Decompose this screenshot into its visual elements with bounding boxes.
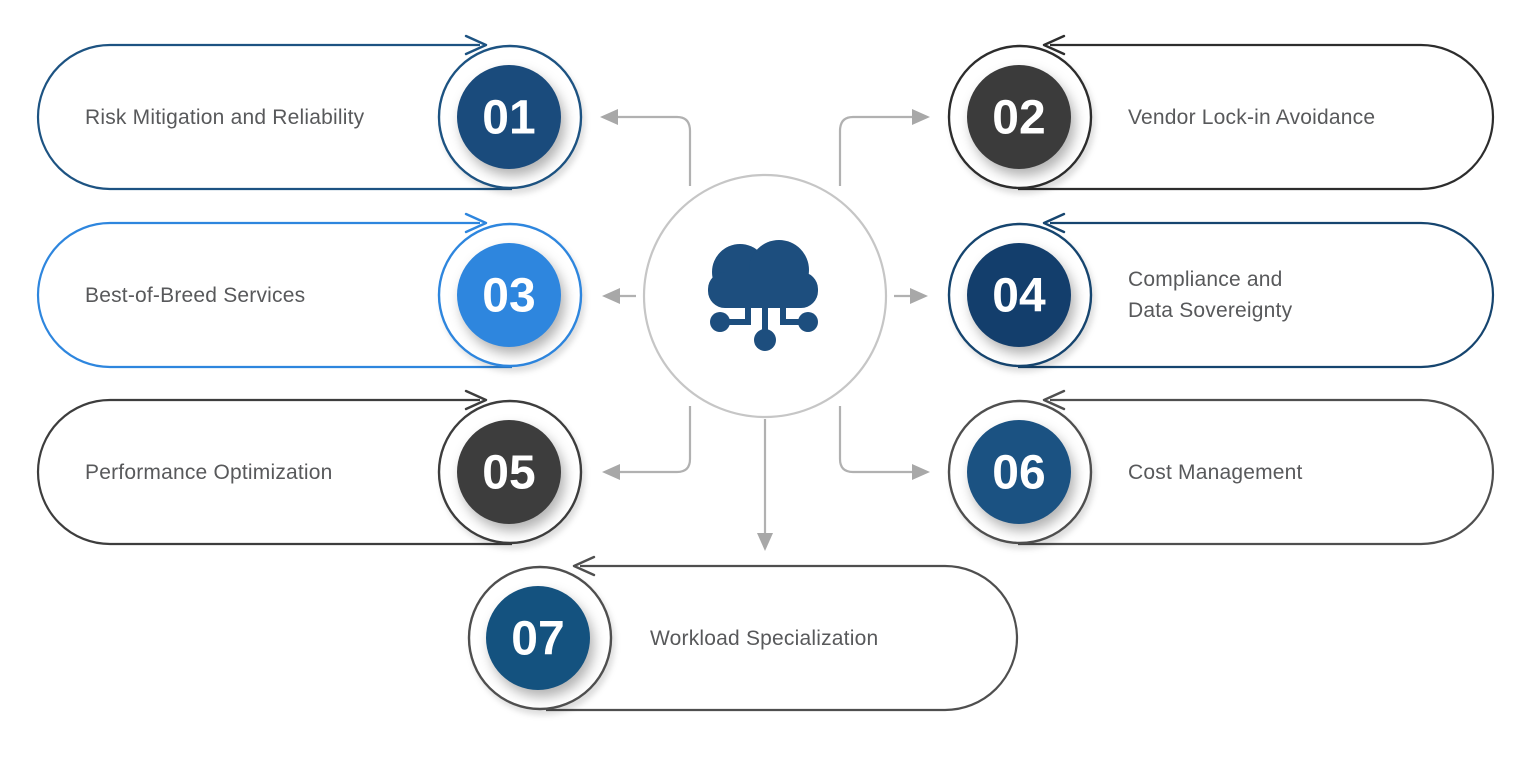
- item-01-arrow-icon: [464, 34, 488, 56]
- item-04-number-circle: [967, 243, 1071, 347]
- item-03-pill: [36, 221, 512, 369]
- item-05-arrow-icon: [464, 389, 488, 411]
- item-01-label: Risk Mitigation and Reliability: [85, 105, 365, 129]
- item-03-number-circle: [457, 243, 561, 347]
- item-07: 07: [467, 555, 1019, 712]
- arrowhead-right-icon: [912, 464, 930, 480]
- item-04-pill: [1018, 221, 1495, 369]
- arrowhead-left-icon: [602, 464, 620, 480]
- network-node: [798, 312, 818, 332]
- arrowhead-right-icon: [910, 288, 928, 304]
- arrowhead-down-icon: [757, 533, 773, 551]
- item-03: 03: [36, 212, 583, 369]
- item-02-arrow-icon: [1042, 34, 1066, 56]
- item-02-label: Vendor Lock-in Avoidance: [1128, 105, 1376, 129]
- item-02-number-circle: [967, 65, 1071, 169]
- connector-top-left: [616, 115, 692, 186]
- item-05-label: Performance Optimization: [85, 460, 333, 484]
- item-07-pill: [546, 564, 1019, 712]
- item-07-number-circle: [486, 586, 590, 690]
- item-06-arrow-icon: [1042, 389, 1066, 411]
- connector-top-right: [838, 115, 914, 186]
- item-06-number: 06: [992, 447, 1045, 500]
- item-01-number: 01: [482, 92, 535, 145]
- connector-bottom-right: [838, 406, 912, 474]
- item-02-number: 02: [992, 92, 1045, 145]
- item-04-arrow-icon: [1042, 212, 1066, 234]
- item-03-number: 03: [482, 270, 535, 323]
- item-06-number-circle: [967, 420, 1071, 524]
- network-node: [754, 329, 776, 351]
- item-06-pill: [1018, 398, 1495, 546]
- item-05-pill: [36, 398, 512, 546]
- item-05: 05: [36, 389, 583, 546]
- arrowhead-right-icon: [912, 109, 930, 125]
- item-04: 04: [947, 212, 1495, 369]
- item-01: 01: [36, 34, 583, 191]
- item-06-label: Cost Management: [1128, 460, 1303, 484]
- cloud-network-icon: [708, 240, 818, 351]
- item-02: 02: [947, 34, 1495, 191]
- item-07-label: Workload Specialization: [650, 626, 879, 650]
- item-04-label: Compliance and Data Sovereignty: [1128, 268, 1293, 322]
- item-03-arrow-icon: [464, 212, 488, 234]
- item-01-pill: [36, 43, 512, 191]
- network-link: [728, 302, 751, 325]
- item-01-number-circle: [457, 65, 561, 169]
- item-05-number-circle: [457, 420, 561, 524]
- network-link: [780, 302, 800, 325]
- item-04-number: 04: [992, 270, 1046, 323]
- connector-bottom-left: [618, 406, 692, 474]
- arrowhead-left-icon: [600, 109, 618, 125]
- arrowhead-left-icon: [602, 288, 620, 304]
- item-05-number: 05: [482, 447, 535, 500]
- item-06: 06: [947, 389, 1495, 546]
- cloud-base: [708, 272, 818, 308]
- item-07-arrow-icon: [572, 555, 596, 577]
- network-node: [710, 312, 730, 332]
- cloud-network-links: [728, 302, 800, 332]
- connector-arrowheads: [600, 109, 930, 551]
- item-03-label: Best-of-Breed Services: [85, 283, 306, 307]
- item-07-number: 07: [511, 613, 564, 666]
- item-02-pill: [1018, 43, 1495, 191]
- connector-lines: [616, 115, 914, 533]
